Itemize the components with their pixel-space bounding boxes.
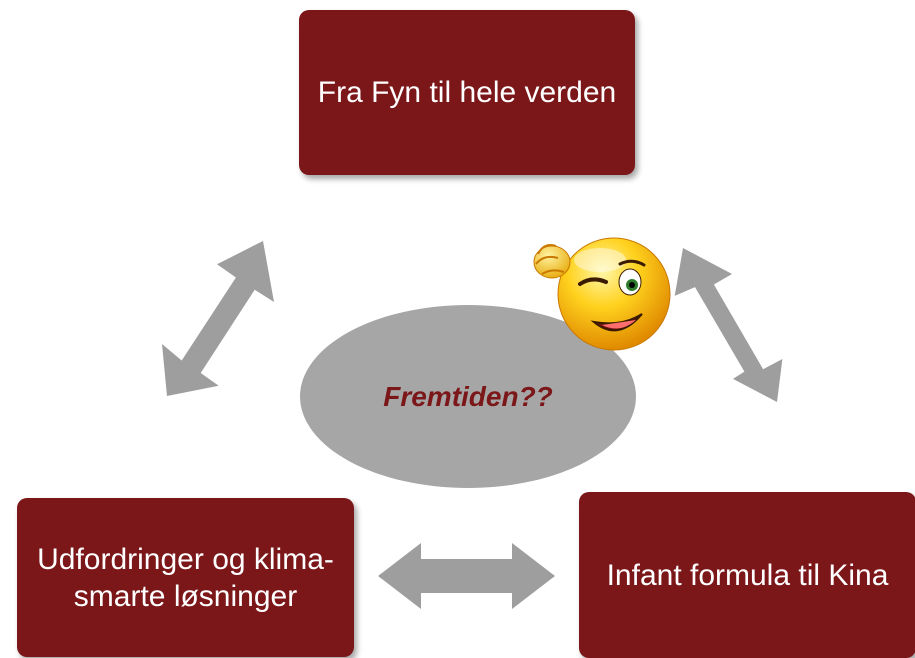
arrow-top-right xyxy=(674,248,783,402)
node-bottom-left-label: Udfordringer og klima-smarte løsninger xyxy=(37,542,334,613)
winking-smiley-icon xyxy=(533,237,671,351)
node-top-box: Fra Fyn til hele verden xyxy=(299,10,635,175)
node-bottom-right-box: Infant formula til Kina xyxy=(579,492,915,658)
node-top-label: Fra Fyn til hele verden xyxy=(317,76,617,109)
arrow-bottom xyxy=(378,543,555,609)
node-bottom-left-box: Udfordringer og klima-smarte løsninger xyxy=(17,498,354,657)
node-bottom-right-label: Infant formula til Kina xyxy=(606,558,889,592)
arrow-top-left xyxy=(162,241,274,396)
center-label: Fremtiden?? xyxy=(383,380,553,412)
